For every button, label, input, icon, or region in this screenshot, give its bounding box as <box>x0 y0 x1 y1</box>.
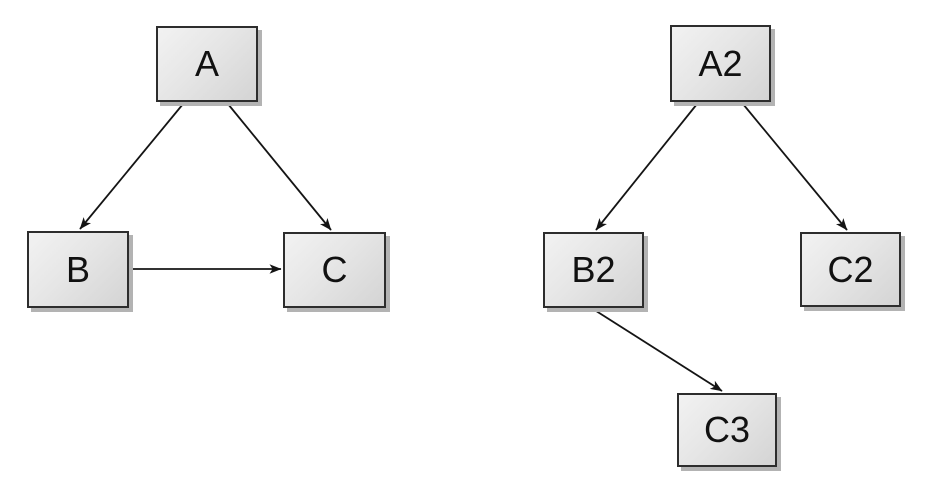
edge-A2-B2 <box>595 103 698 231</box>
node-label: C3 <box>703 409 751 450</box>
node-label: A <box>194 43 219 84</box>
node-label: C <box>321 249 348 290</box>
node-B[interactable]: B <box>27 231 129 308</box>
node-label: B2 <box>571 249 616 290</box>
edge-A2-C2 <box>742 103 848 231</box>
node-C[interactable]: C <box>283 232 386 308</box>
edge-A-C <box>227 103 332 231</box>
edge-A-B <box>79 103 184 230</box>
node-label: B <box>65 248 90 290</box>
edge-B2-C3 <box>592 308 723 392</box>
node-label: C2 <box>827 248 874 290</box>
node-A2[interactable]: A2 <box>670 25 771 102</box>
node-A[interactable]: A <box>156 26 258 102</box>
node-label: A2 <box>698 42 743 84</box>
node-B2[interactable]: B2 <box>543 232 644 308</box>
node-C3[interactable]: C3 <box>677 393 777 467</box>
node-C2[interactable]: C2 <box>800 232 901 307</box>
